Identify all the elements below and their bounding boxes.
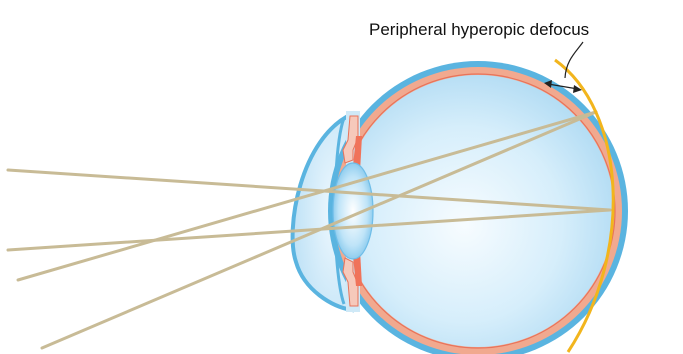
defocus-label: Peripheral hyperopic defocus bbox=[369, 20, 589, 39]
